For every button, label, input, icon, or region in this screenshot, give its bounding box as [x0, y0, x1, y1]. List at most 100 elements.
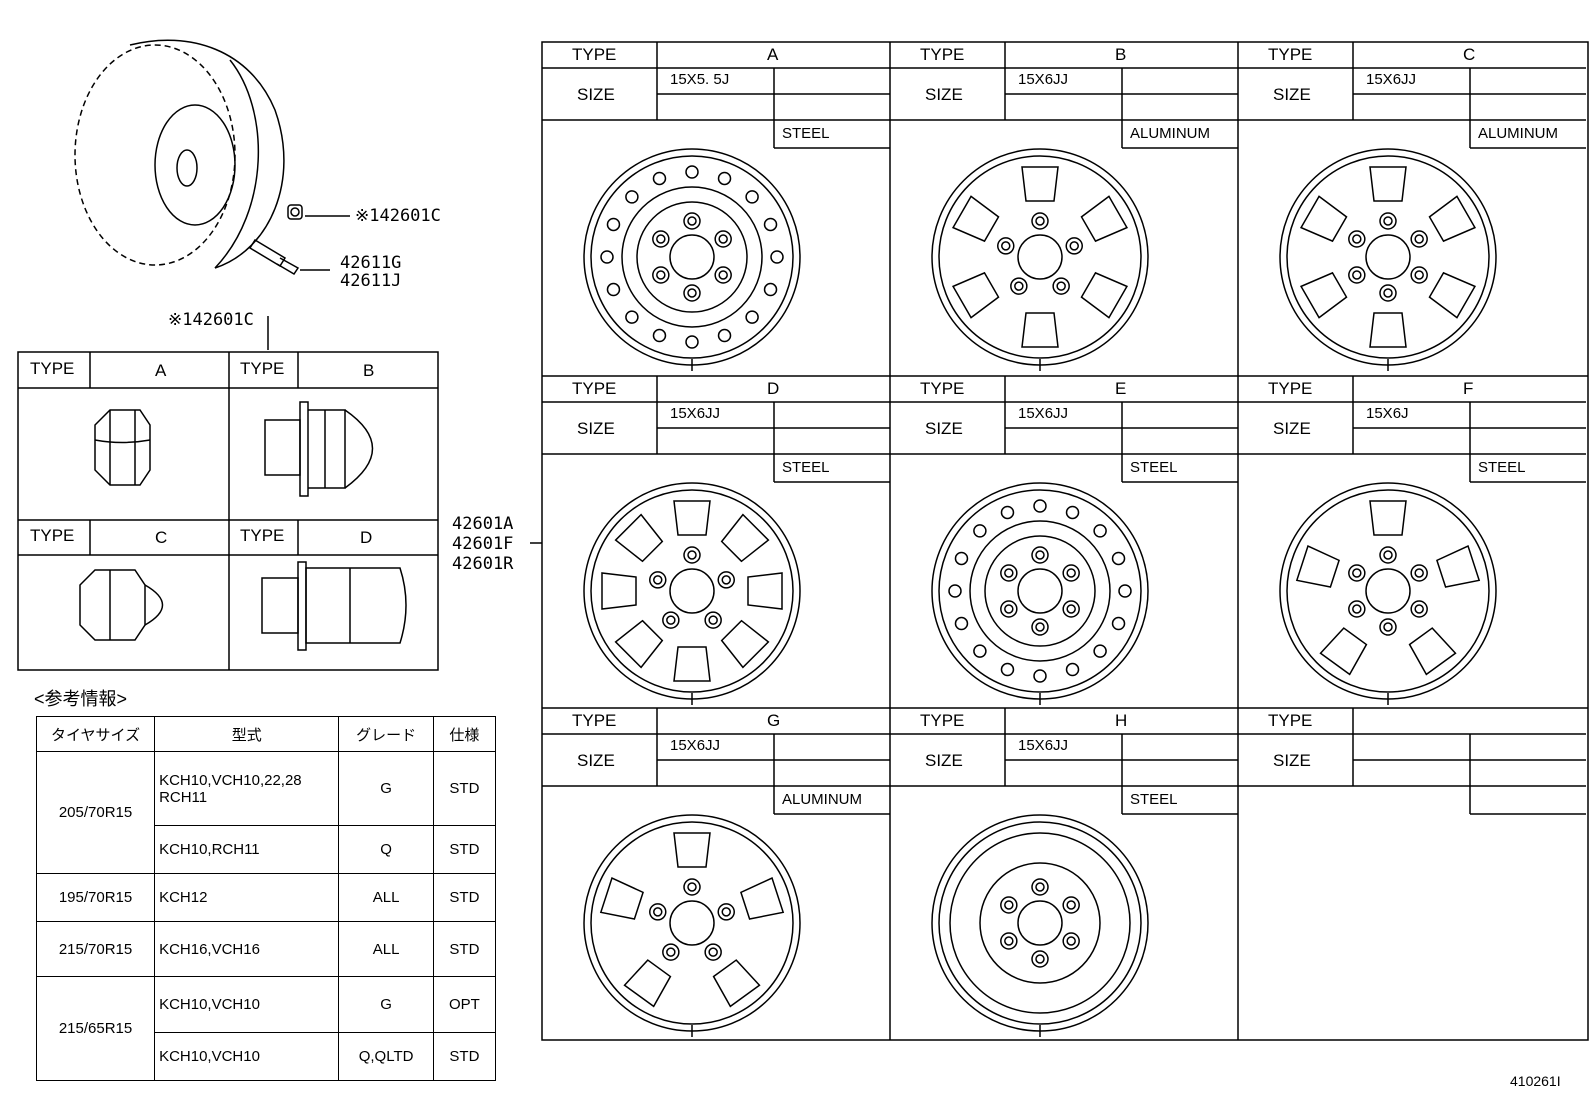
reference-table: タイヤサイズ 型式 グレード 仕様 205/70R15 KCH10,VCH10,…	[35, 716, 497, 1081]
wheel-size-label: SIZE	[925, 85, 963, 104]
wheel-type-label: TYPE	[572, 711, 617, 730]
table-row: KCH10,RCH11 Q STD	[37, 825, 497, 874]
table-row: 195/70R15 KCH12 ALL STD	[35, 873, 497, 922]
wheel-cell-frame	[890, 42, 1238, 149]
wheel-type-label: TYPE	[1268, 379, 1313, 398]
table-row: KCH10,VCH10 Q,QLTD STD	[37, 1032, 497, 1081]
ref-size: 215/65R15	[35, 976, 156, 1081]
reference-heading: <参考情報>	[34, 689, 128, 709]
nut-c-drawing	[79, 569, 164, 641]
wheel-drawing-h	[931, 814, 1149, 1037]
ref-header-tire: タイヤサイズ	[35, 716, 156, 752]
wheel-drawing-e	[931, 482, 1149, 705]
wheel-drawing-c	[1279, 148, 1497, 371]
wheel-material: STEEL	[782, 459, 830, 476]
ref-spec: STD	[432, 825, 497, 874]
wheel-cell-frame	[542, 708, 890, 815]
wheel-size-value: 15X5. 5J	[670, 71, 730, 88]
ref-grade: ALL	[338, 921, 434, 977]
ref-header-grade: グレード	[338, 716, 434, 752]
wheel-size-label: SIZE	[1273, 85, 1311, 104]
nut-callout-label: ※142601C	[355, 206, 441, 226]
ref-grade: Q,QLTD	[338, 1032, 434, 1081]
wheel-type-g: G	[767, 711, 781, 730]
wheel-size-value: 15X6J	[1366, 405, 1409, 422]
nut-type-label-a: TYPE	[30, 359, 75, 378]
ref-grade: G	[338, 976, 434, 1033]
wheel-type-label: TYPE	[920, 379, 965, 398]
wheel-size-label: SIZE	[1273, 419, 1311, 438]
nut-type-label-b: TYPE	[240, 359, 285, 378]
wheel-size-label: SIZE	[577, 85, 615, 104]
wheel-cell-frame	[542, 376, 890, 483]
wheel-type-label: TYPE	[572, 379, 617, 398]
ref-grade: ALL	[338, 873, 434, 922]
ref-size: 215/70R15	[35, 921, 156, 977]
ref-grade: Q	[338, 825, 434, 874]
nut-type-b: B	[363, 361, 375, 380]
wheel-size-value: 15X6JJ	[1018, 71, 1069, 88]
wheel-cell-frame	[890, 376, 1238, 483]
ref-model-line1: KCH10,VCH10,22,28	[159, 771, 302, 789]
wheel-type-c: C	[1463, 45, 1476, 64]
wheel-size-label: SIZE	[577, 419, 615, 438]
ref-model: KCH10,VCH10	[154, 1032, 340, 1081]
nut-type-c: C	[155, 528, 168, 547]
wheel-cell-frames	[542, 42, 1586, 815]
valve-callout-1: 42611G	[340, 253, 402, 273]
wheel-type-label: TYPE	[1268, 45, 1313, 64]
ref-size: 195/70R15	[35, 873, 156, 922]
valve-callout-2: 42611J	[340, 271, 402, 291]
wheel-size-value: 15X6JJ	[1018, 405, 1069, 422]
nut-type-d: D	[360, 528, 373, 547]
figure-id: 410261I	[1510, 1073, 1561, 1089]
wheel-size-value: 15X6JJ	[1018, 737, 1069, 754]
wheel-cell-frame	[1238, 708, 1586, 815]
wheel-overview-drawing	[74, 39, 350, 350]
wheel-size-label: SIZE	[577, 751, 615, 770]
table-row: 215/70R15 KCH16,VCH16 ALL STD	[35, 921, 497, 977]
nut-a-drawing	[94, 409, 151, 486]
ref-model-line2: RCH11	[159, 788, 208, 806]
wheel-size-value: 15X6JJ	[1366, 71, 1417, 88]
ref-spec: STD	[432, 921, 497, 977]
wheel-type-h: H	[1115, 711, 1128, 730]
wheel-material: STEEL	[1130, 459, 1178, 476]
nut-table-heading: ※142601C	[168, 310, 254, 330]
ref-spec: OPT	[432, 976, 497, 1033]
wheel-size-label: SIZE	[925, 751, 963, 770]
ref-header-model: 型式	[154, 716, 340, 752]
wheel-type-e: E	[1115, 379, 1127, 398]
wheel-drawing-d	[583, 482, 801, 705]
wheel-type-label: TYPE	[1268, 711, 1313, 730]
wheel-material: STEEL	[1130, 791, 1178, 808]
ref-spec: STD	[432, 873, 497, 922]
wheel-cell-frame	[542, 42, 890, 149]
ref-model: KCH12	[154, 873, 340, 922]
wheel-cell-frame	[1238, 42, 1586, 149]
ref-model: KCH10,RCH11	[154, 825, 340, 874]
nut-type-label-c: TYPE	[30, 526, 75, 545]
nut-d-drawing	[261, 561, 407, 651]
wheel-callout-3: 42601R	[452, 554, 514, 574]
wheel-drawing-g	[583, 814, 801, 1037]
wheel-cell-frame	[1238, 376, 1586, 483]
wheel-drawings	[583, 148, 1497, 1037]
lug-nut-small-drawing	[287, 204, 303, 220]
wheel-drawing-b	[931, 148, 1149, 371]
wheel-type-label: TYPE	[920, 45, 965, 64]
wheel-drawing-a	[583, 148, 801, 371]
nut-b-drawing	[264, 401, 374, 497]
wheel-callout-2: 42601F	[452, 534, 514, 554]
nut-table-grid	[17, 351, 439, 671]
wheel-material: STEEL	[1478, 459, 1526, 476]
wheel-callout-1: 42601A	[452, 514, 514, 534]
wheel-grid-lines	[541, 41, 1589, 1041]
wheel-size-value: 15X6JJ	[670, 405, 721, 422]
wheel-size-label: SIZE	[925, 419, 963, 438]
ref-model: KCH10,VCH10	[154, 976, 340, 1033]
nut-type-a: A	[155, 361, 167, 380]
